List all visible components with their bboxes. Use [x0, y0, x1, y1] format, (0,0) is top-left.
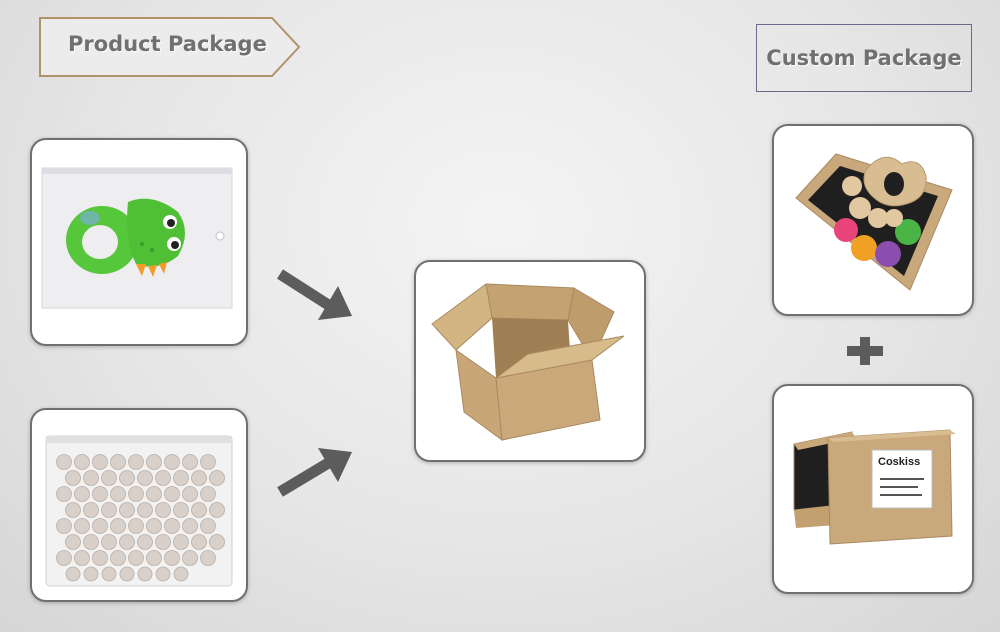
- open-carton-image: [431, 283, 625, 442]
- closed-gift-box-card: Coskiss: [772, 384, 974, 594]
- custom-package-label: Custom Package: [766, 46, 962, 70]
- beads-bag-image: [45, 435, 233, 587]
- coskiss-brand-label: Coskiss: [878, 456, 921, 468]
- banner-arrow-shape: [39, 17, 301, 77]
- open-gift-box-card: [772, 124, 974, 316]
- shipping-carton-card: [414, 260, 646, 462]
- beads-bag-card: [30, 408, 248, 602]
- custom-package-banner: Custom Package: [756, 24, 972, 92]
- arrow-down-right-icon: [277, 269, 352, 320]
- closed-gift-box-image: [793, 429, 956, 545]
- teether-bag-image: [41, 167, 233, 309]
- product-package-banner: Product Package: [38, 16, 302, 78]
- arrow-up-right-icon: [277, 448, 352, 497]
- teether-bag-card: [30, 138, 248, 346]
- plus-icon: [847, 337, 883, 365]
- open-gift-box-image: [795, 153, 953, 291]
- product-package-label: Product Package: [68, 32, 267, 56]
